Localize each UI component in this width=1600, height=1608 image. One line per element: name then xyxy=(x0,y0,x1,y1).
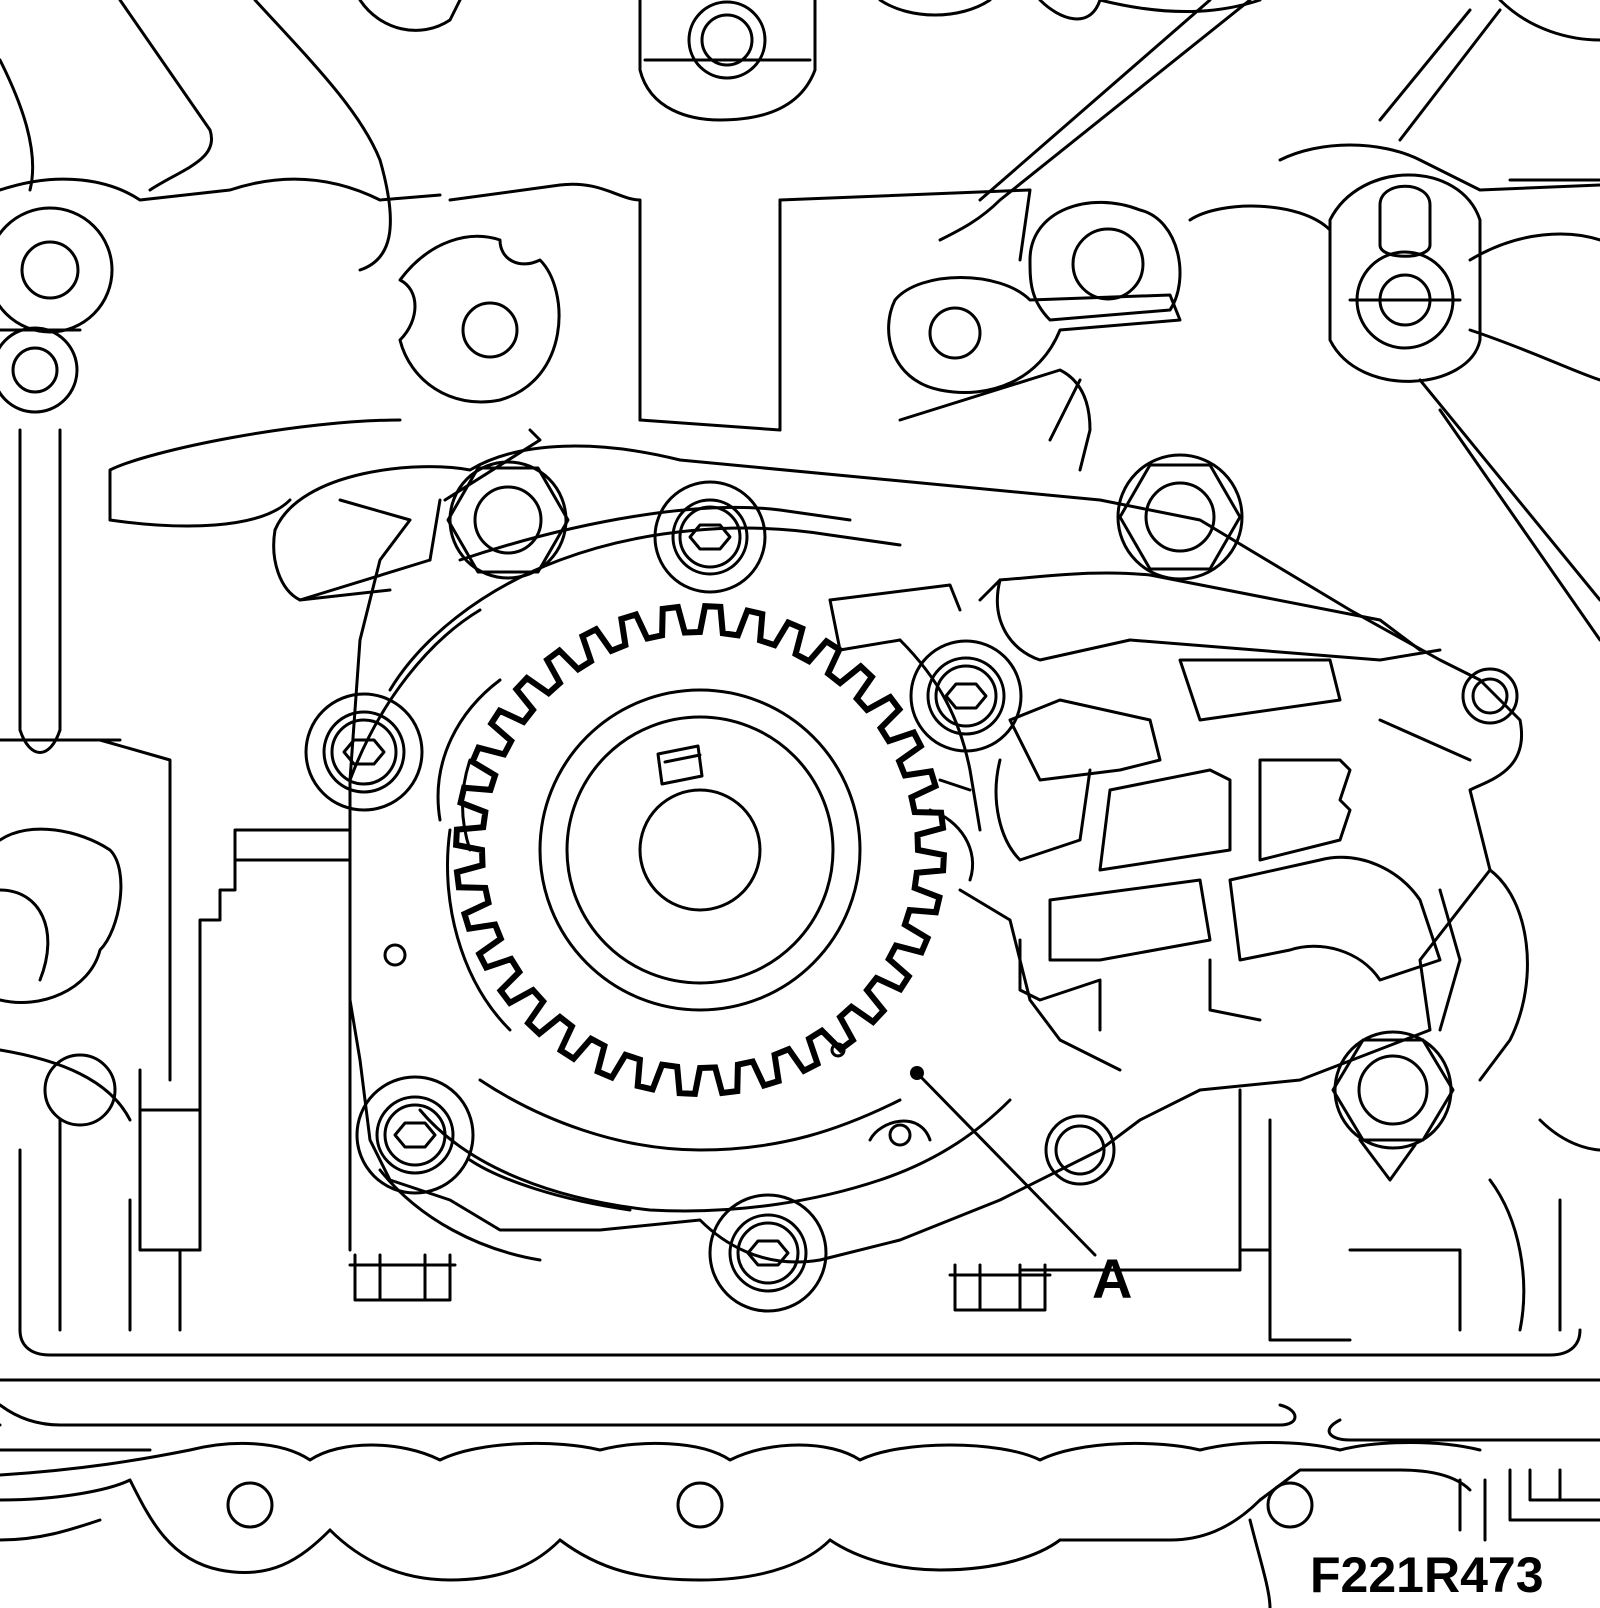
oil-pump-drive-gear xyxy=(452,602,948,1098)
callout-a: A xyxy=(910,1066,1132,1310)
lower-right-block xyxy=(1018,1088,1600,1342)
sump-flange xyxy=(0,1328,1600,1608)
callout-a-label: A xyxy=(1092,1247,1132,1310)
figure-code: F221R473 xyxy=(1310,1547,1544,1603)
bolts xyxy=(304,453,1519,1313)
left-block xyxy=(0,418,402,1332)
oil-pump-housing xyxy=(272,428,1529,1264)
upper-casting xyxy=(0,0,1600,754)
